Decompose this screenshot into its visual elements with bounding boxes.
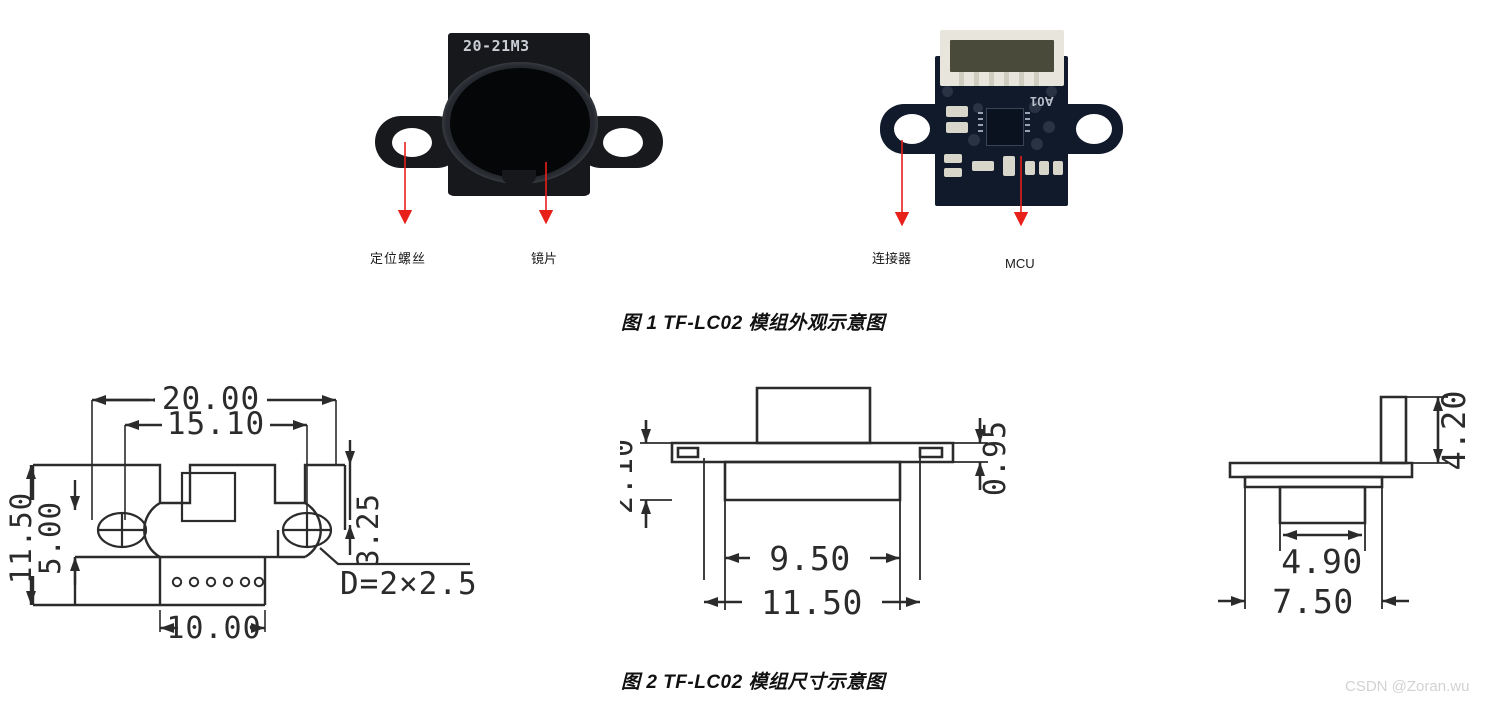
pcb-via [1031,138,1043,150]
annotation-label-mcu: MCU [1005,256,1035,271]
pcb-component-pad [944,168,962,177]
front-view-extension-lines [640,442,988,610]
connector-pin [1034,72,1039,86]
connector-pin [1019,72,1024,86]
note-label-D: D=2×2.5 [340,566,478,602]
dimension-label-5-00: 5.00 [33,501,67,575]
dimension-9-50: 9.50 [725,539,900,578]
mcu-pin-row [1025,130,1030,132]
connector-pin [1004,72,1009,86]
annotation-label-connector: 连接器 [872,251,912,266]
pcb-annotation-arrows [894,140,1029,227]
pcb-via [973,103,983,113]
connector-pin [989,72,994,86]
mcu-pin-row [1025,112,1030,114]
connector-cavity [950,40,1054,72]
watermark: CSDN @Zoran.wu [1345,678,1470,695]
lens [450,68,590,178]
dimension-label-3-25: 3.25 [351,493,385,567]
figure-2-caption: 图 2 TF-LC02 模组尺寸示意图 [621,672,885,693]
dimension-5-00: 5.00 [33,480,80,585]
module-right-mount-hole [603,128,643,157]
connector-pin [974,72,979,86]
pcb-via [1029,101,1041,113]
module-annotation-arrows [397,142,554,225]
lens-aperture-outline [180,471,237,523]
mcu-pin-row [978,112,983,114]
mcu-pin-row [978,130,983,132]
side-view-extension-lines [1244,396,1448,609]
dimension-label-0-95: 0.95 [978,420,1013,496]
mcu-pin-row [978,124,983,126]
annotation-label-lens: 镜片 [531,251,558,266]
module-body-notch [448,178,590,196]
pcb-via [1046,86,1057,97]
top-view-extension-lines [91,400,337,632]
pcb-photo: A01 [880,26,1130,206]
dimension-label-7-50: 7.50 [1272,582,1353,621]
dimension-3-25: 3.25 [345,440,385,567]
dimension-label-9-50: 9.50 [769,539,850,578]
pcb-component-pad [946,106,968,117]
mounting-hole-right [281,511,333,549]
dimension-7-50: 7.50 [1218,582,1409,621]
pcb-component-pad [972,161,994,171]
dimension-drawing-front-view: 2.10 0.95 9.50 [620,386,1013,622]
note-hole-diameter: D=2×2.5 [319,547,478,602]
dimension-4-90: 4.90 [1281,530,1362,581]
mcu-pin-row [978,118,983,120]
lens-bezel-notch [502,170,536,184]
figure-2-block: 20.00 15.10 3.25 [0,345,1506,708]
module-silkscreen-text: 20-21M3 [463,37,530,55]
dimension-11-50: 11.50 [4,465,44,605]
dimension-label-11-50: 11.50 [4,492,38,584]
pcb-left-mount-hole [894,114,930,144]
mounting-hole-left [96,511,148,549]
dimension-15-10: 15.10 [125,406,307,442]
dimension-4-20: 4.20 [1433,389,1473,471]
annotation-label-mounting-screw: 定位螺丝 [370,251,427,266]
dimension-10-00: 10.00 [160,611,265,645]
dimension-label-15-10: 15.10 [167,406,265,442]
pcb-component-pad [1025,161,1035,175]
pcb-component-pad [946,122,968,133]
dimension-label-2-10: 2.10 [620,438,640,514]
dimension-drawing-top-view: 20.00 15.10 3.25 [4,381,478,645]
dimension-label-20-00: 20.00 [162,381,260,417]
module-photo: 20-21M3 [370,28,670,208]
dimension-label-4-90: 4.90 [1281,542,1362,581]
dimension-drawing-side-view: 4.20 4.90 7.50 [1218,389,1473,621]
dimension-20-00: 20.00 [92,381,336,417]
pcb-component-pad [1053,161,1063,175]
module-left-mount-hole [392,128,432,157]
connector-pin [959,72,964,86]
figure-1-block: 20-21M3 定位螺丝 镜片 [0,0,1506,345]
front-view-outline [670,386,955,502]
pcb-right-mount-hole [1076,114,1112,144]
pcb-component-pad [944,154,962,163]
pcb-silkscreen-text: A01 [1030,94,1054,109]
dimension-0-95: 0.95 [975,418,1013,496]
dimension-label-10-00: 10.00 [166,611,261,645]
pcb-via [968,134,980,146]
side-view-outline [1228,395,1414,525]
dimension-label-11-50-front: 11.50 [761,583,863,622]
mcu-pin-row [1025,118,1030,120]
dimension-2-10: 2.10 [620,420,651,528]
mcu-pin-row [1025,124,1030,126]
pcb-via [942,86,953,97]
mcu [986,108,1024,146]
leader-line [319,547,470,566]
pcb-component-pad [1039,161,1049,175]
top-view-outline [31,463,347,607]
dimension-label-4-20: 4.20 [1435,389,1473,470]
dimension-11-50-front: 11.50 [704,583,920,622]
connector-pin-holes [171,576,265,588]
pcb-via [1043,121,1055,133]
figure-1-caption: 图 1 TF-LC02 模组外观示意图 [621,313,885,334]
pcb-component-pad [1003,156,1015,176]
